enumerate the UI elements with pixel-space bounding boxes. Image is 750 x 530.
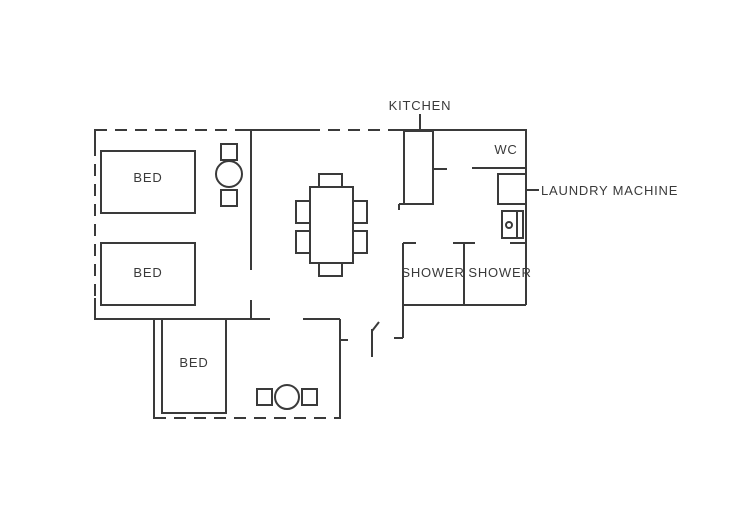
entry-arrow-barb [371,321,380,332]
kitchen-counter-rect [403,130,434,205]
bed-1-rect [100,150,196,214]
washing-machine-door [505,221,513,229]
dining-chair-top [318,173,343,188]
bed-1 [100,150,196,214]
kitchen-label: KITCHEN [389,98,452,113]
bed-3-label: BED [179,355,208,370]
bed-2-label: BED [133,265,162,280]
lamp-circle-icon [215,160,243,188]
vanity-set [256,384,318,410]
vanity-box-right [301,388,318,406]
shower-rooms [394,242,526,339]
entry-arrow-icon [371,321,380,357]
shower-right-label: SHOWER [468,265,531,280]
annex-walls [153,319,341,419]
laundry-machine [497,173,539,205]
dining-chair-bottom [318,262,343,277]
dining-chair-left-2 [295,230,311,254]
kitchen-counter [398,130,447,210]
dining-chair-right-2 [352,230,368,254]
shower-left-label: SHOWER [401,265,464,280]
dining-chair-right-1 [352,200,368,224]
dining-table-icon [295,173,368,277]
washing-machine-body [501,210,524,239]
nightstand-top [220,143,238,161]
washing-machine-icon [501,210,526,244]
dining-chair-left-1 [295,200,311,224]
vanity-box-left [256,388,273,406]
bed-1-label: BED [133,170,162,185]
laundry-machine-box [497,173,527,205]
dining-table-rect [309,186,354,264]
laundry-machine-label: LAUNDRY MACHINE [541,183,678,198]
bed-3 [161,318,227,414]
bed-2 [100,242,196,306]
nightstand-bottom [220,189,238,207]
bed-2-rect [100,242,196,306]
nightstand-set [215,143,243,207]
vanity-basin-circle [274,384,300,410]
bed-3-rect [161,318,227,414]
entry-doorway [340,321,380,357]
wc-label: WC [494,142,517,157]
